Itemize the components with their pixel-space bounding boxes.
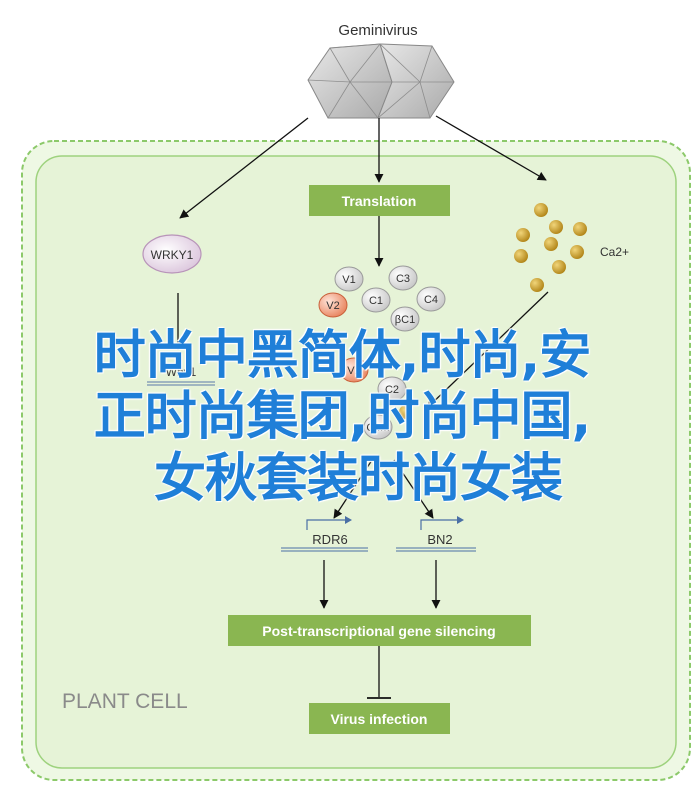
virus-infection-box (309, 703, 450, 734)
translation-label: Translation (342, 193, 417, 209)
protein-v1: V1 (334, 266, 364, 292)
protein-c1: C1 (361, 287, 391, 313)
protein-c4m: C4m (363, 414, 393, 440)
overlay-text-line-3: 女秋套装时尚女装 (153, 449, 563, 509)
bn2-gene (396, 516, 476, 552)
protein-label: C1 (369, 295, 383, 307)
arrow-to-rdr6 (333, 459, 373, 519)
translation-box (309, 185, 450, 216)
rdr6-gene (281, 516, 368, 552)
protein-βc1: βC1 (390, 306, 420, 332)
protein-c3: C3 (388, 265, 418, 291)
protein-c2: C2 (377, 376, 407, 402)
ca2-label: Ca2+ (600, 245, 629, 259)
why1-label: Why1 (166, 365, 197, 379)
protein-label: V2 (347, 365, 360, 377)
ptgs-box (228, 615, 531, 646)
ptgs-label: Post-transcriptional gene silencing (262, 623, 495, 639)
bn2-label: BN2 (427, 532, 452, 547)
arrow-ca2-down (426, 291, 549, 409)
protein-label: V1 (342, 274, 355, 286)
protein-label: C4 (424, 294, 438, 306)
why1-box (152, 362, 210, 380)
overlay-text-line-1: 时尚中黑简体,时尚,安 (93, 326, 592, 386)
protein-v2: V2 (339, 357, 369, 383)
protein-label: βC1 (395, 314, 415, 326)
protein-label: C4m (366, 422, 389, 434)
protein-v2: V2 (318, 292, 348, 318)
arrow-virus-ca2 (435, 115, 547, 181)
rdr6-label: RDR6 (312, 532, 347, 547)
plant-cell-label: PLANT CELL (62, 690, 188, 713)
wrky1-label: WRKY1 (151, 248, 194, 262)
overlay-text-line-2: 正时尚集团,时尚中国, (93, 387, 592, 447)
arrow-virus-wrky1 (179, 117, 309, 219)
protein-label: V2 (326, 300, 339, 312)
protein-label: C3 (396, 273, 410, 285)
geminivirus-icon (307, 43, 455, 119)
wrky1-node (142, 234, 202, 274)
protein-c4: C4 (416, 286, 446, 312)
virus-infection-label: Virus infection (331, 711, 428, 727)
arrow-to-bn2 (393, 459, 434, 519)
diagram-title: Geminivirus (338, 22, 417, 39)
protein-label: C2 (385, 384, 399, 396)
ca2-dots (399, 203, 587, 419)
